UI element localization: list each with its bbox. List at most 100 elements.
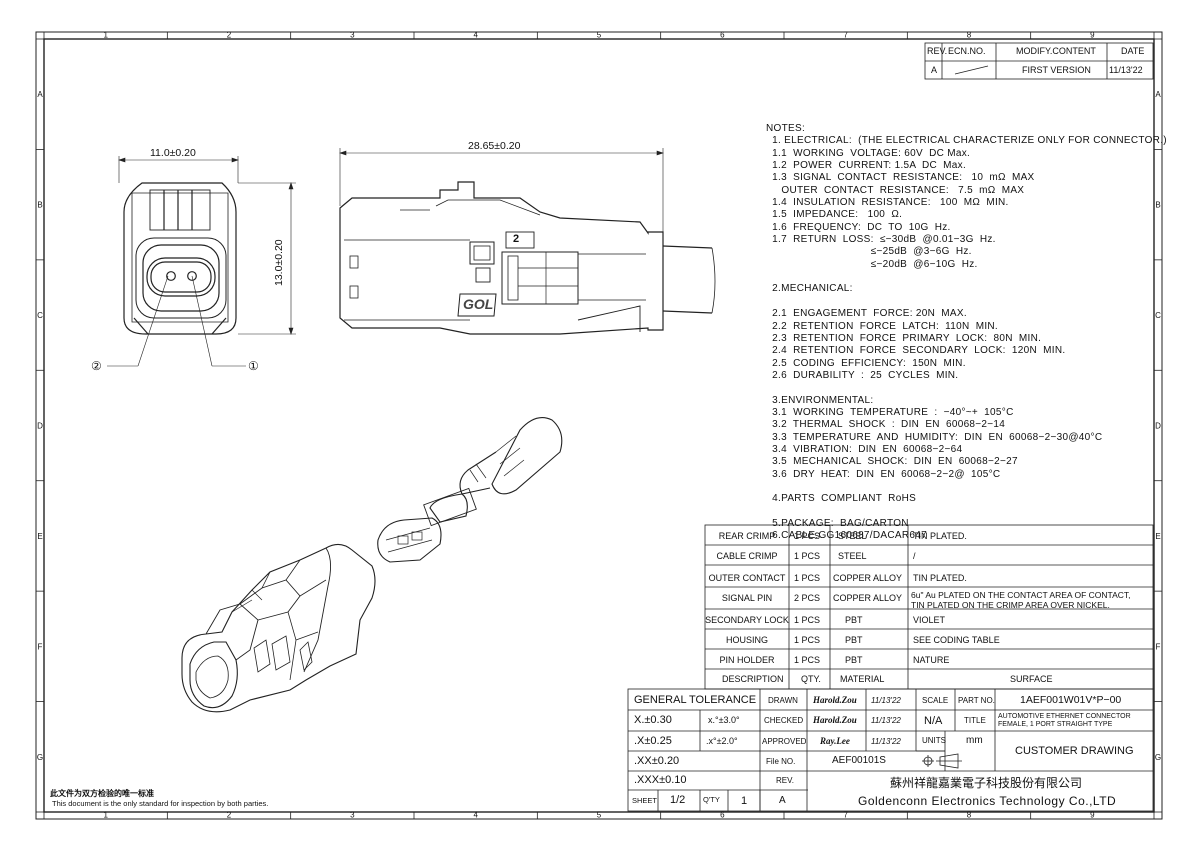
bom-material: COPPER ALLOY [833, 593, 903, 603]
modify-header: MODIFY.CONTENT [1016, 46, 1096, 56]
note-line: ≤−25dB @3−6G Hz. [766, 246, 972, 258]
bom-qty: 1 PCS [794, 551, 821, 561]
zone-column-label: 4 [473, 811, 478, 820]
bom-qty: 1 PCS [794, 635, 821, 645]
note-line: 1.6 FREQUENCY: DC TO 10G Hz. [766, 221, 951, 233]
zone-row-label: B [1155, 201, 1160, 210]
zone-column-label: 7 [843, 811, 848, 820]
drawn-label: DRAWN [768, 696, 798, 705]
zone-row-label: F [38, 642, 43, 651]
outer-frame [35, 31, 1163, 820]
checked-date: 11/13'22 [871, 716, 901, 725]
bom-surface: / [913, 551, 916, 561]
zone-column-label: 4 [473, 31, 478, 40]
bom-qty: 2 PCS [794, 593, 821, 603]
zone-column-label: 7 [843, 31, 848, 40]
angular-tol-2: .x°±2.0° [706, 736, 738, 746]
note-line: 6.CABLE:GG160687/DACAR647 [766, 530, 927, 542]
zone-row-label: C [1155, 311, 1161, 320]
note-line: 2.3 RETENTION FORCE PRIMARY LOCK: 80N MI… [766, 332, 1042, 344]
bom-surface: NATURE [913, 655, 950, 665]
approved-signature: Ray.Lee [820, 736, 850, 746]
angular-tol-1: x.°±3.0° [708, 715, 740, 725]
file-no-value: AEF00101S [832, 755, 886, 766]
front-dimensions [107, 156, 296, 367]
bom-material: PBT [845, 655, 863, 665]
zone-row-label: G [1155, 753, 1161, 762]
bom-surface: TIN PLATED. [913, 573, 967, 583]
part-no-value: 1AEF001W01V*P−00 [1020, 694, 1122, 706]
sheet-value: 1/2 [670, 794, 686, 806]
bom-material: PBT [845, 615, 863, 625]
tol-x3: .XXX±0.10 [634, 774, 687, 786]
date-value: 11/13'22 [1109, 65, 1143, 75]
note-line: 4.PARTS COMPLIANT RoHS [766, 493, 917, 505]
revision-table-lines [924, 42, 1154, 80]
note-line: 3.ENVIRONMENTAL: [766, 394, 874, 406]
zone-column-label: 5 [597, 811, 602, 820]
date-header: DATE [1121, 46, 1145, 56]
zone-row-label: D [37, 422, 43, 431]
side-length-dimension: 28.65±0.20 [468, 140, 521, 152]
note-line: NOTES: [766, 123, 806, 134]
scale-label: SCALE [922, 696, 949, 705]
bom-qty: 1 PCS [794, 655, 821, 665]
zone-column-label: 8 [967, 811, 972, 820]
bom-desc: SIGNAL PIN [721, 593, 773, 603]
bom-surface: VIOLET [913, 615, 946, 625]
units-label: UNITS [922, 736, 946, 745]
footer-english: This document is the only standard for i… [52, 799, 269, 808]
zone-row-label: F [1156, 642, 1161, 651]
callout-1: ① [248, 359, 259, 373]
note-line: ≤−20dB @6−10G Hz. [766, 258, 978, 270]
zone-column-label: 1 [103, 31, 108, 40]
note-line: 1. ELECTRICAL: (THE ELECTRICAL CHARACTER… [766, 135, 1167, 147]
zone-column-label: 3 [350, 811, 355, 820]
qty-value: 1 [741, 795, 748, 807]
rev-header: REV. [927, 46, 948, 56]
bom-qty: 1 PCS [794, 615, 821, 625]
bom-desc: REAR CRIMP [718, 531, 776, 541]
note-line: 1.1 WORKING VOLTAGE: 60V DC Max. [766, 147, 971, 159]
note-line [766, 296, 1167, 308]
zone-row-label: C [37, 311, 43, 320]
brand-mark: GOL [463, 296, 494, 312]
bom-material: STEEL [838, 531, 867, 541]
tol-x2: .XX±0.20 [634, 755, 680, 767]
note-line: 3.3 TEMPERATURE AND HUMIDITY: DIN EN 600… [766, 431, 1103, 443]
zone-row-label: G [37, 753, 43, 762]
footer-chinese: 此文件为双方检验的唯一标准 [50, 789, 154, 798]
customer-drawing: CUSTOMER DRAWING [1015, 745, 1134, 757]
bom-header-description: DESCRIPTION [722, 674, 784, 684]
zone-column-label: 8 [967, 31, 972, 40]
note-line [766, 382, 1167, 394]
scale-value: N/A [924, 715, 943, 727]
note-line [766, 506, 1167, 518]
general-tolerance: GENERAL TOLERANCE [634, 694, 757, 706]
bom-material: COPPER ALLOY [833, 573, 903, 583]
side-view [339, 181, 716, 335]
zone-row-label: E [37, 532, 42, 541]
tol-x0: X.±0.30 [634, 714, 672, 726]
note-line: 1.3 SIGNAL CONTACT RESISTANCE: 10 mΩ MAX [766, 172, 1035, 184]
note-line [766, 481, 1167, 493]
title-label: TITLE [964, 716, 986, 725]
zone-row-label: D [1155, 422, 1161, 431]
note-line: 5.PACKAGE: BAG/CARTON [766, 518, 909, 529]
bom-desc: CABLE CRIMP [716, 551, 778, 561]
rev-value-tb: A [779, 795, 786, 806]
note-line: 1.7 RETURN LOSS: ≤−30dB @0.01−3G Hz. [766, 234, 996, 246]
note-line: 2.4 RETENTION FORCE SECONDARY LOCK: 120N… [766, 345, 1066, 357]
title-line-1: AUTOMOTIVE ETHERNET CONNECTOR [998, 713, 1131, 720]
front-height-dimension: 13.0±0.20 [273, 239, 285, 286]
bom-surface: 6u" Au PLATED ON THE CONTACT AREA OF CON… [911, 590, 1131, 600]
ecn-header: ECN.NO. [948, 46, 986, 56]
note-line: 3.5 MECHANICAL SHOCK: DIN EN 60068−2−27 [766, 456, 1018, 468]
bom-material: PBT [845, 635, 863, 645]
notes-block: NOTES: 1. ELECTRICAL: (THE ELECTRICAL CH… [766, 123, 1167, 543]
zone-row-label: A [37, 90, 43, 99]
note-line: 3.6 DRY HEAT: DIN EN 60068−2−2@ 105°C [766, 468, 1001, 480]
inner-frame [43, 38, 1155, 813]
drawn-signature: Harold.Zou [813, 695, 857, 705]
